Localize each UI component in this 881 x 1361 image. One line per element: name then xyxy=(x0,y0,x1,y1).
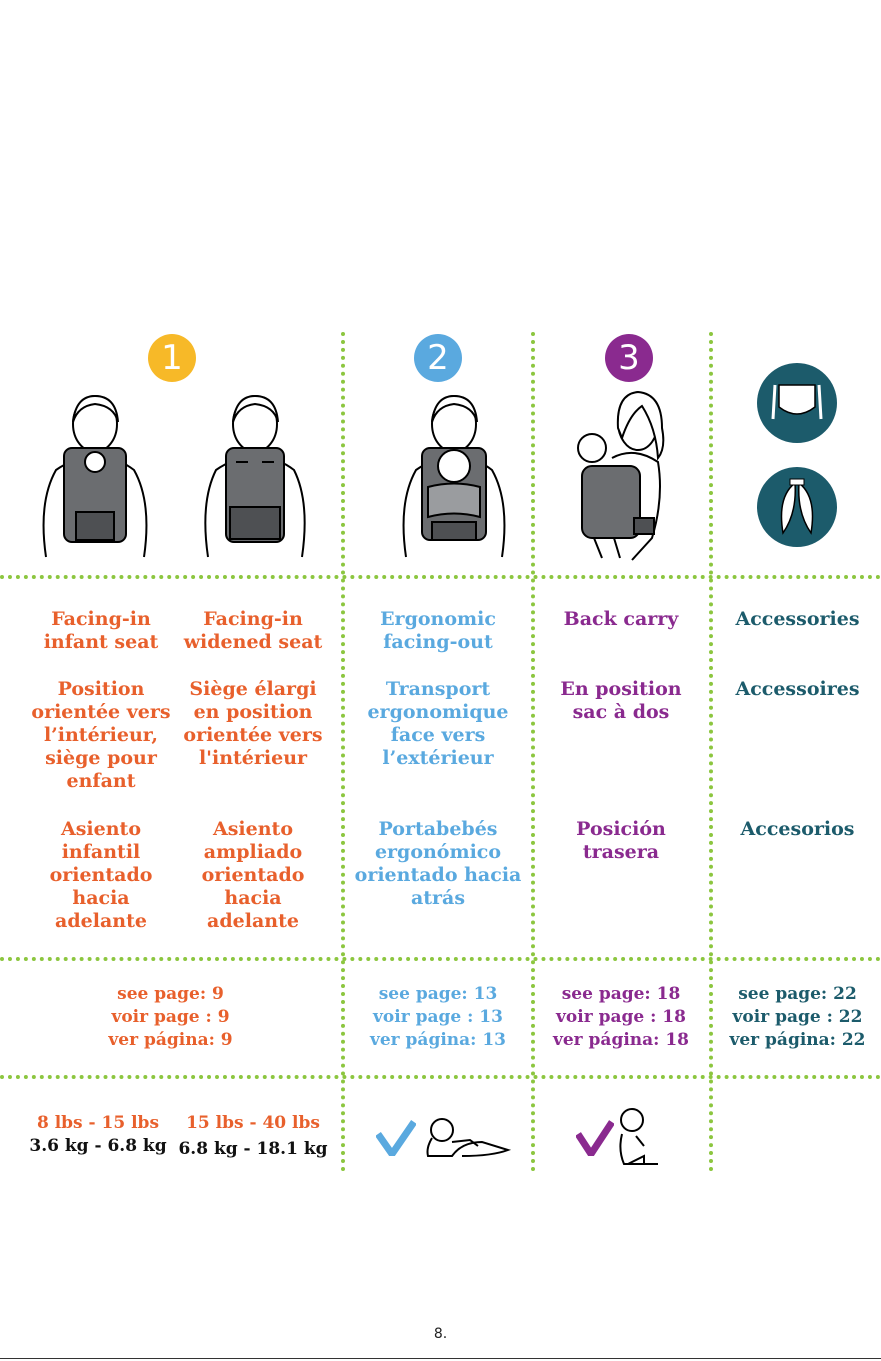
position-number-badge-1: 1 xyxy=(148,334,196,382)
weight-range-kg-1a: 3.6 kg - 6.8 kg xyxy=(29,1136,167,1156)
position-1a-english: Facing-in infant seat xyxy=(43,608,159,653)
page-reference-col2: see page: 13 voir page : 13 ver página: … xyxy=(369,984,507,1050)
position-1a-french: Position orientée vers l’intérieur, sièg… xyxy=(31,678,171,792)
column-divider xyxy=(531,332,535,1172)
position-number-badge-2: 2 xyxy=(414,334,462,382)
page-reference-col1: see page: 9 voir page : 9 ver página: 9 xyxy=(108,984,233,1050)
row-divider xyxy=(0,575,881,579)
baby-lifting-head-icon xyxy=(426,1118,512,1157)
weight-range-lbs-1a: 8 lbs - 15 lbs xyxy=(36,1113,160,1133)
position-3-french: En position sac à dos xyxy=(560,678,682,723)
hood-accessory-icon xyxy=(757,363,837,443)
position-2-english: Ergonomic facing-out xyxy=(380,608,496,653)
position-1b-english: Facing-in widened seat xyxy=(183,608,323,653)
position-1a-spanish: Asiento infantil orientado hacia adelant… xyxy=(49,818,153,932)
person-carrier-facing-out-illustration xyxy=(402,394,506,558)
position-2-spanish: Portabebés ergonómico orientado hacia at… xyxy=(354,818,522,909)
column-divider xyxy=(341,332,345,1172)
position-1b-spanish: Asiento ampliado orientado hacia adelant… xyxy=(201,818,305,932)
checkmark-icon xyxy=(576,1120,614,1156)
accessories-french: Accessoires xyxy=(735,678,860,700)
position-2-french: Transport ergonomique face vers l’extéri… xyxy=(367,678,509,769)
accessories-english: Accessories xyxy=(735,608,860,630)
bottom-rule xyxy=(0,1358,881,1359)
baby-sitting-icon xyxy=(619,1108,658,1165)
page-reference-col3: see page: 18 voir page : 18 ver página: … xyxy=(552,984,690,1050)
person-carrier-facing-in-widened-illustration xyxy=(204,394,306,558)
position-3-english: Back carry xyxy=(563,608,679,630)
page-reference-col4: see page: 22 voir page : 22 ver página: … xyxy=(729,984,866,1050)
checkmark-icon xyxy=(376,1120,416,1156)
drool-pads-accessory-icon xyxy=(757,467,837,547)
position-1b-french: Siège élargi en position orientée vers l… xyxy=(183,678,323,769)
person-back-carry-illustration xyxy=(577,390,665,561)
position-number-badge-3: 3 xyxy=(605,334,653,382)
accessories-spanish: Accesorios xyxy=(740,818,855,840)
row-divider xyxy=(0,1075,881,1079)
column-divider xyxy=(709,332,713,1172)
position-3-spanish: Posición trasera xyxy=(576,818,666,863)
weight-range-kg-1b: 6.8 kg - 18.1 kg xyxy=(178,1139,328,1159)
page-number: 8. xyxy=(433,1326,448,1342)
row-divider xyxy=(0,957,881,961)
person-carrier-facing-in-infant-illustration xyxy=(42,394,148,558)
weight-range-lbs-1b: 15 lbs - 40 lbs xyxy=(186,1113,320,1133)
